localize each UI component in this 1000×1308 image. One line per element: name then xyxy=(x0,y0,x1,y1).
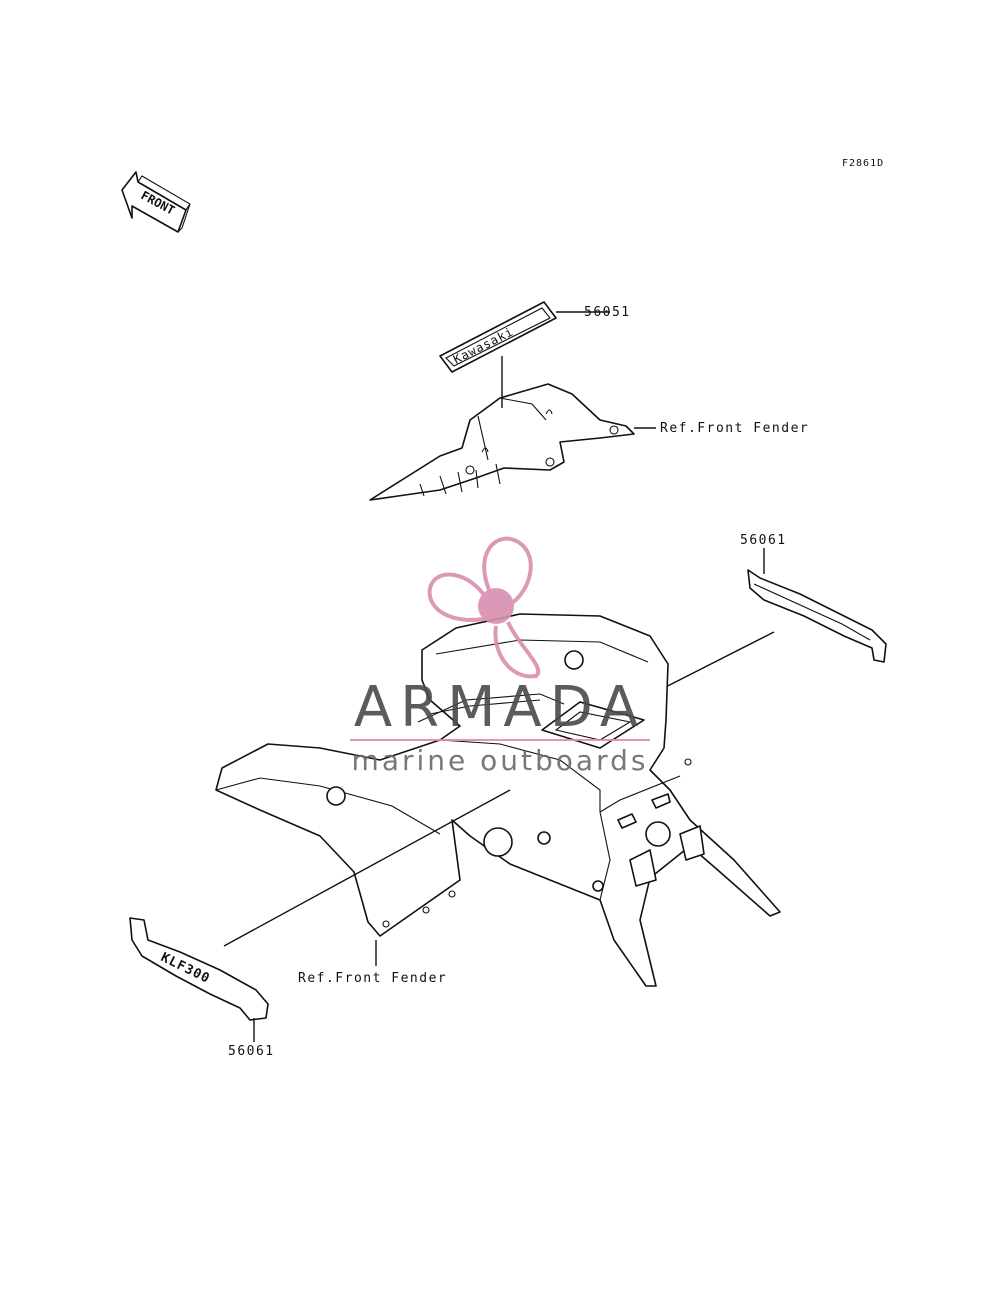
part-number-56061-left: 56061 xyxy=(228,1044,275,1059)
front-arrow-icon: FRONT xyxy=(121,171,191,233)
propeller-hub-icon xyxy=(478,588,514,624)
watermark: ARMADA marine outboards xyxy=(350,536,650,777)
figure-code: F2861D xyxy=(842,158,884,169)
watermark-subtitle: marine outboards xyxy=(352,744,649,777)
front-fender-top xyxy=(369,383,635,501)
front-fender-side xyxy=(215,613,781,987)
leader-line-left-decal xyxy=(223,789,511,947)
watermark-name: ARMADA xyxy=(354,675,646,740)
top-emblem-decal: Kawasaki xyxy=(439,301,557,373)
propeller-logo-icon xyxy=(427,536,541,679)
right-side-decal xyxy=(747,569,887,663)
top-ref-label: Ref.Front Fender xyxy=(660,421,809,436)
part-number-56051: 56051 xyxy=(584,305,631,320)
part-number-56061-right: 56061 xyxy=(740,533,787,548)
bottom-ref-label: Ref.Front Fender xyxy=(298,971,447,986)
